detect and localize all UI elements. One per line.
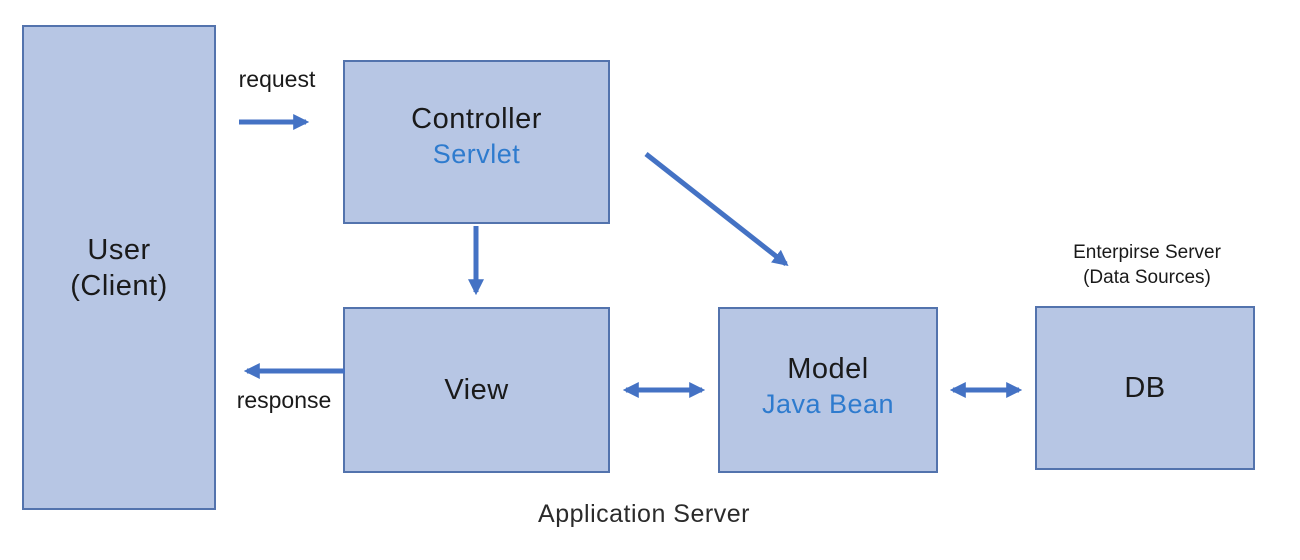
db-node-title: DB — [1124, 372, 1166, 404]
view-node: View — [343, 307, 610, 473]
application-server-label: Application Server — [538, 500, 750, 528]
user-node-title: User — [87, 233, 151, 266]
model-node-title: Model — [787, 353, 869, 385]
controller-node-title: Controller — [411, 103, 542, 135]
controller-node-subtitle: Servlet — [432, 139, 521, 169]
controller-to-model-arrow — [644, 152, 789, 266]
model-node-subtitle: Java Bean — [761, 389, 895, 419]
view-node-title: View — [444, 374, 509, 406]
db-node: DB — [1035, 306, 1255, 470]
enterprise-server-line1: Enterpirse Server — [1073, 242, 1221, 263]
user-node-subtitle: (Client) — [70, 269, 168, 302]
controller-node: Controller Servlet — [343, 60, 610, 224]
request-label: request — [238, 66, 316, 92]
response-label: response — [236, 387, 332, 413]
model-node: Model Java Bean — [718, 307, 938, 473]
enterprise-server-line2: (Data Sources) — [1083, 267, 1211, 288]
enterprise-server-label: Enterpirse Server (Data Sources) — [1073, 240, 1221, 290]
user-client-node: User (Client) — [22, 25, 216, 510]
